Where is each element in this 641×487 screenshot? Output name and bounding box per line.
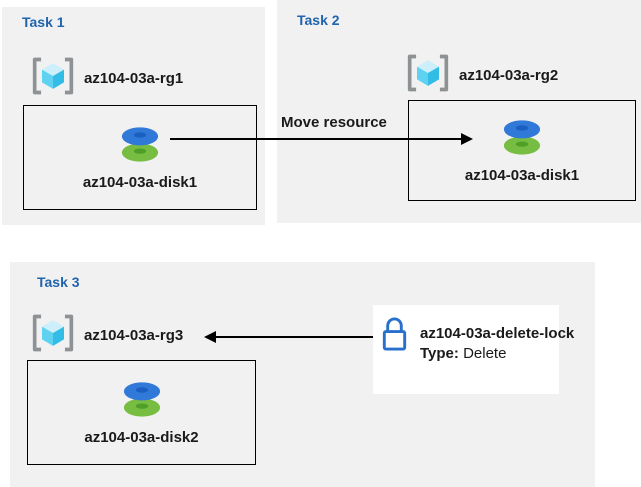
lock-icon: [378, 312, 411, 355]
task2-resource-box: az104-03a-disk1: [408, 100, 636, 201]
delete-lock-type-label: Type:: [420, 345, 459, 362]
task3-rg-label: az104-03a-rg3: [84, 327, 184, 344]
resource-group-icon: [31, 313, 75, 358]
task3-resource-box: az104-03a-disk2: [27, 360, 256, 465]
resource-group-icon: [406, 53, 450, 98]
delete-lock-type: Type: Delete: [420, 344, 574, 364]
task2-resource-group: az104-03a-rg2: [406, 53, 558, 98]
task3-title: Task 3: [37, 274, 80, 290]
lock-arrow-head: [204, 331, 216, 343]
lock-arrow-line: [215, 336, 373, 338]
move-arrow-head: [461, 133, 473, 145]
task2-panel: Task 2 az104-03a-rg2: [277, 0, 641, 223]
delete-lock-type-value: Delete: [458, 345, 507, 362]
delete-lock-text: az104-03a-delete-lock Type: Delete: [420, 312, 574, 364]
task1-resource-group: az104-03a-rg1: [31, 56, 183, 101]
task1-rg-label: az104-03a-rg1: [84, 70, 184, 87]
move-arrow-line: [170, 138, 463, 140]
task3-disk-label: az104-03a-disk2: [84, 429, 199, 446]
task2-title: Task 2: [297, 12, 340, 28]
delete-lock-name: az104-03a-delete-lock: [420, 325, 575, 342]
disk-icon: [118, 379, 166, 424]
task2-rg-label: az104-03a-rg2: [459, 67, 559, 84]
task1-resource-box: az104-03a-disk1: [23, 105, 257, 210]
task1-title: Task 1: [22, 14, 65, 30]
task3-resource-group: az104-03a-rg3: [31, 313, 183, 358]
disk-icon: [116, 124, 164, 169]
task1-panel: Task 1 az104-03a-rg1: [2, 7, 265, 225]
task2-disk-label: az104-03a-disk1: [464, 167, 580, 184]
disk-icon: [498, 117, 546, 162]
delete-lock-block: az104-03a-delete-lock Type: Delete: [373, 305, 574, 394]
resource-group-icon: [31, 56, 75, 101]
task1-disk-label: az104-03a-disk1: [82, 174, 198, 191]
move-arrow-label: Move resource: [281, 114, 387, 131]
